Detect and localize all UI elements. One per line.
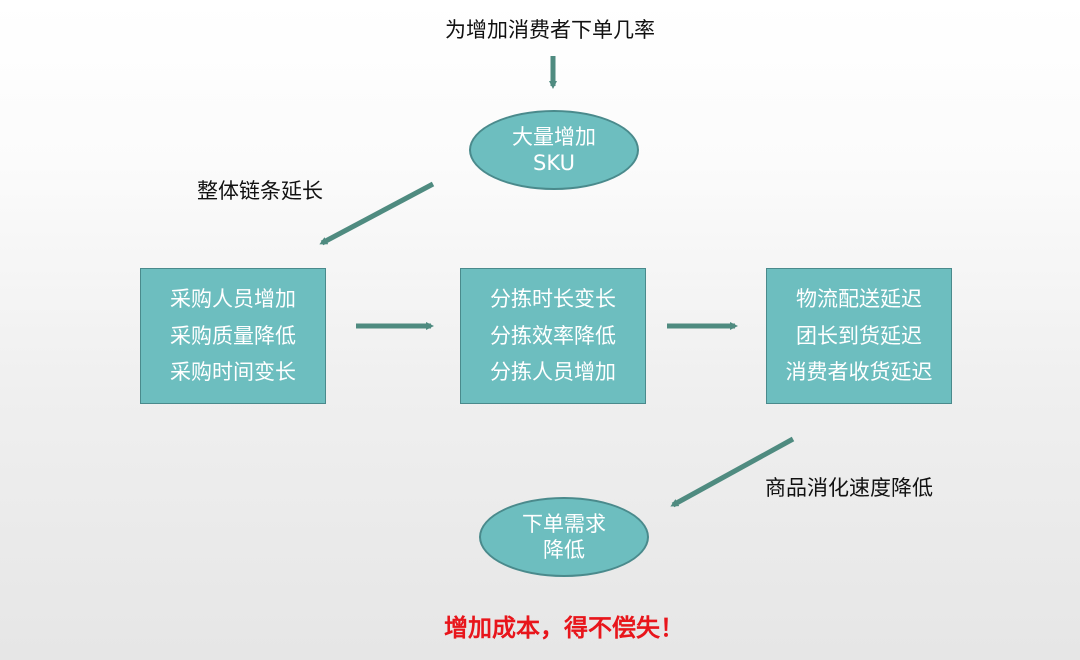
left-label: 整体链条延长 [197,179,323,203]
box-sorting: 分拣时长变长 分拣效率降低 分拣人员增加 [460,268,646,404]
top-ellipse-line-1: 大量增加 [512,124,596,149]
arrow-diagonal-left [319,181,435,246]
top-ellipse: 大量增加 SKU [469,110,639,190]
box-logistics-line-1: 物流配送延迟 [796,286,922,311]
box-procurement-line-3: 采购时间变长 [170,360,296,385]
top-ellipse-line-2: SKU [533,151,575,175]
right-label: 商品消化速度降低 [765,476,933,500]
bottom-ellipse-line-2: 降低 [543,538,585,562]
conclusion-text: 增加成本，得不偿失！ [444,614,684,642]
bottom-ellipse: 下单需求 降低 [479,497,649,577]
box-sorting-line-2: 分拣效率降低 [490,323,616,348]
box-procurement-line-2: 采购质量降低 [170,323,296,348]
box-logistics-line-2: 团长到货延迟 [796,323,922,348]
bottom-ellipse-line-1: 下单需求 [522,511,606,536]
arrow-diagonal-right [670,436,795,508]
box-logistics: 物流配送延迟 团长到货延迟 消费者收货延迟 [766,268,952,404]
box-procurement: 采购人员增加 采购质量降低 采购时间变长 [140,268,326,404]
box-procurement-line-1: 采购人员增加 [170,286,296,311]
box-sorting-line-3: 分拣人员增加 [490,360,616,385]
top-label: 为增加消费者下单几率 [445,18,655,42]
box-sorting-line-1: 分拣时长变长 [490,286,616,311]
box-logistics-line-3: 消费者收货延迟 [785,360,933,385]
